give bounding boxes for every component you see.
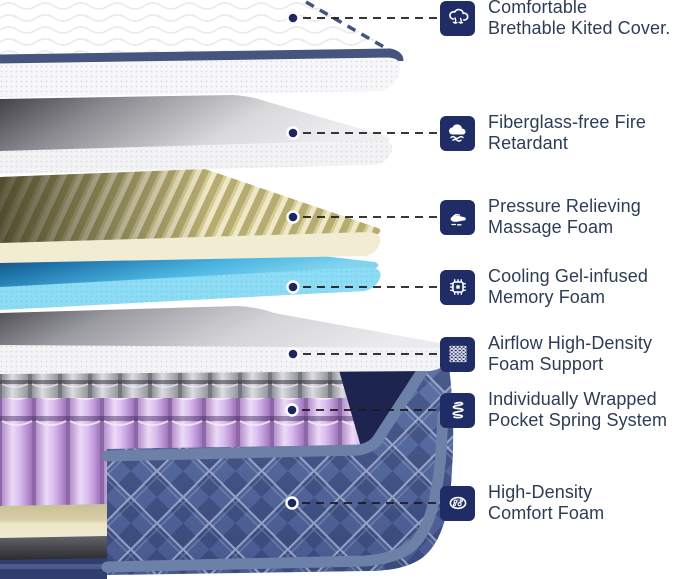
mattress-base-left — [0, 504, 107, 579]
breathable-cover-icon — [440, 0, 475, 36]
marker-dot-gel — [286, 280, 300, 294]
marker-dot-support — [286, 347, 300, 361]
layer-massage-foam — [0, 169, 381, 263]
callout-line1: Airflow High-Density — [488, 333, 653, 353]
marker-dot-spring — [285, 403, 299, 417]
layer-quilted-cover — [0, 0, 404, 97]
comfort-foam-icon — [440, 485, 475, 521]
callout-line1: Pressure Relieving — [488, 196, 641, 216]
leader-lines — [302, 17, 437, 504]
marker-dots — [285, 11, 300, 510]
marker-dot-massage — [286, 210, 300, 224]
layer-base-cover — [101, 345, 454, 575]
callout-line1: Comfortable — [488, 0, 588, 17]
pressure-relief-icon — [440, 199, 475, 235]
marker-dot-fire — [286, 126, 300, 140]
marker-dot-cover — [286, 11, 300, 25]
callout-line2: Foam Support — [488, 354, 604, 374]
callout-line2: Retardant — [488, 133, 568, 153]
cooling-gel-icon — [440, 269, 475, 305]
foam-support-icon — [440, 336, 475, 372]
callout-line1: Cooling Gel-infused — [488, 266, 648, 286]
layer-fire-retardant — [0, 95, 393, 174]
callout-line2: Pocket Spring System — [488, 410, 668, 430]
callout-line2: Memory Foam — [488, 287, 606, 307]
pocket-spring-icon — [440, 392, 475, 428]
callout-line2: Massage Foam — [488, 217, 614, 237]
callout-line1: Fiberglass-free Fire — [488, 112, 647, 132]
callout-line2: Comfort Foam — [488, 503, 605, 523]
callout-line1: Individually Wrapped — [488, 389, 657, 409]
layer-foam-support — [0, 306, 450, 374]
callout-line2: Brethable Kited Cover. — [488, 18, 671, 38]
callout-line1: High-Density — [488, 482, 593, 502]
marker-dot-comfort — [285, 496, 299, 510]
fire-retardant-icon — [440, 115, 475, 151]
